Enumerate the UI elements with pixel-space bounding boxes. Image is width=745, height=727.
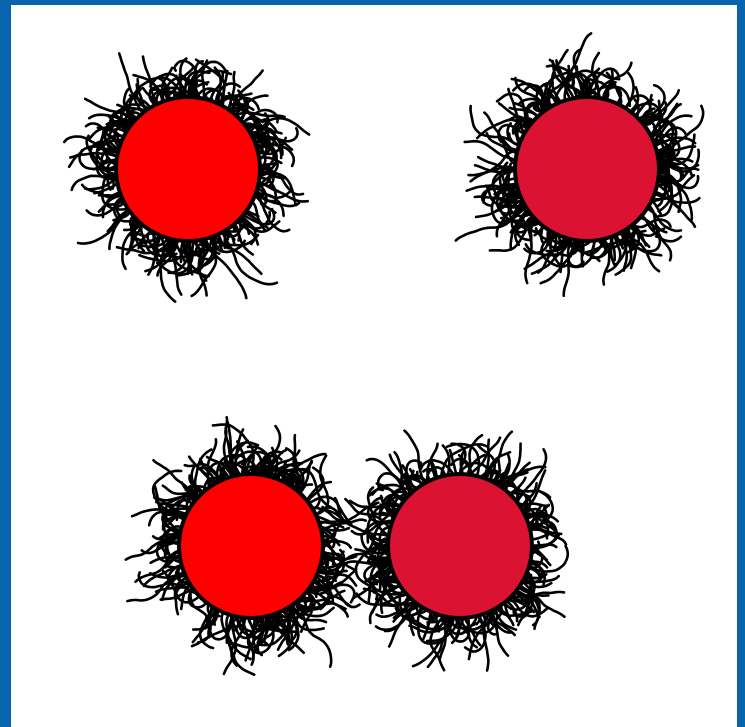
ligand-chain xyxy=(261,184,308,202)
ligand-chain xyxy=(324,552,339,554)
particle-core xyxy=(388,474,532,618)
particle-bottom-right xyxy=(323,431,568,671)
particle-core xyxy=(515,97,659,241)
particle-top-left xyxy=(64,54,309,302)
nanoparticle-diagram xyxy=(11,5,737,727)
ligand-chain xyxy=(541,228,543,243)
particle-core xyxy=(116,97,260,241)
particle-core xyxy=(179,474,323,618)
particle-bottom-left xyxy=(126,417,378,674)
particle-top-right xyxy=(456,33,703,295)
ligand-chain xyxy=(400,592,402,609)
